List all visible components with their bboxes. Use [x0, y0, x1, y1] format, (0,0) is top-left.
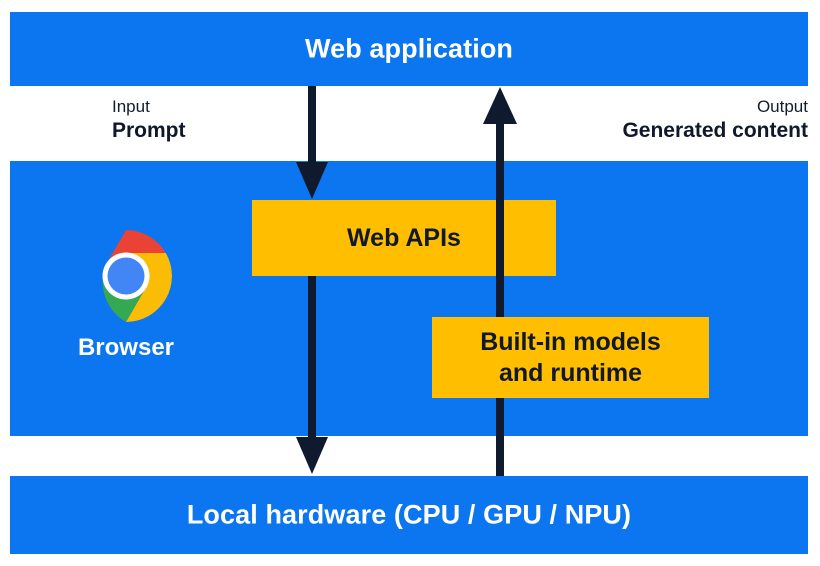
box-builtin-models-line1: Built-in models: [480, 328, 661, 356]
prompt-down-arrow-to-hardware-head: [296, 437, 328, 474]
box-builtin-models-line2: and runtime: [498, 358, 643, 387]
band-web-application: Web application: [10, 12, 808, 86]
band-local-hardware: Local hardware (CPU / GPU / NPU): [10, 476, 808, 554]
prompt-down-arrow-to-web-apis-head: [296, 162, 328, 199]
browser-label: Browser: [77, 334, 175, 361]
generated-content-up-arrow-shaft: [496, 120, 504, 476]
chrome-logo-icon: [78, 228, 174, 324]
prompt-down-arrow-to-web-apis-shaft: [308, 86, 316, 165]
box-web-apis-label: Web APIs: [347, 223, 461, 252]
caption-input-kicker: Input: [112, 97, 150, 116]
caption-output-headline: Generated content: [622, 118, 808, 142]
caption-output-kicker: Output: [756, 97, 808, 116]
browser-group: Browser: [60, 228, 192, 360]
caption-input-headline: Prompt: [112, 118, 186, 142]
band-web-application-label: Web application: [304, 33, 514, 64]
box-web-apis: Web APIs: [252, 200, 556, 276]
band-local-hardware-label: Local hardware (CPU / GPU / NPU): [186, 499, 632, 530]
prompt-down-arrow-to-hardware-shaft: [308, 276, 316, 440]
caption-output: Output Generated content: [622, 97, 808, 143]
caption-input: Input Prompt: [112, 97, 186, 143]
box-builtin-models: Built-in models and runtime: [432, 317, 709, 398]
generated-content-up-arrow-head: [483, 87, 517, 124]
